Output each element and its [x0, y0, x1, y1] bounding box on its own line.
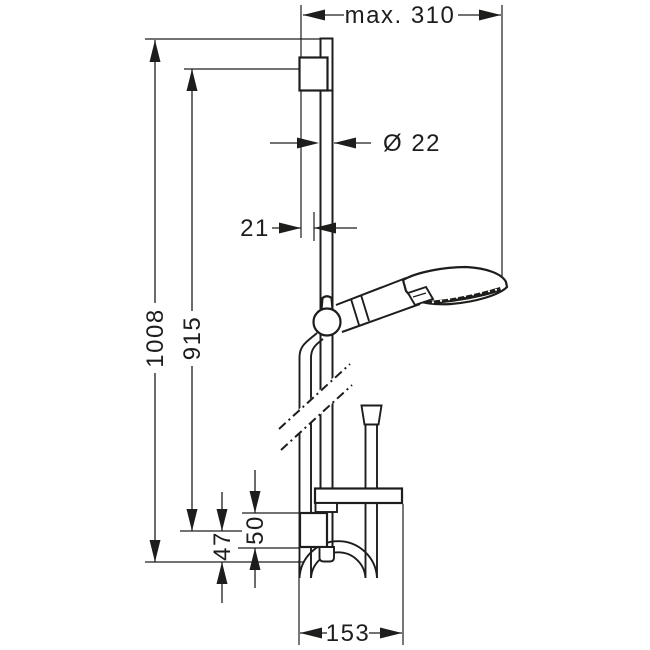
dimensions: max. 310 Ø 22 21 1008 — [142, 2, 501, 647]
dim-bracket-height: 50 — [242, 470, 269, 588]
dim-bar-length-label: 915 — [179, 316, 206, 361]
dim-bracket-height-label: 50 — [242, 515, 269, 545]
dim-overall-height-label: 1008 — [142, 308, 169, 367]
wall-bracket-top — [298, 56, 334, 92]
dim-bar-length: 915 — [179, 69, 206, 531]
dim-base-depth-label: 153 — [326, 620, 371, 647]
shower-rail — [319, 37, 334, 548]
dim-rail-diameter-label: Ø 22 — [383, 130, 441, 157]
dim-wall-distance: 21 — [240, 215, 357, 242]
hose-fitting — [360, 404, 383, 426]
shelf-bar — [313, 487, 404, 513]
dim-rail-diameter: Ø 22 — [270, 130, 441, 157]
hand-shower-pivot — [406, 285, 435, 307]
dim-lower-overhang-label: 47 — [209, 531, 236, 561]
dim-overall-height: 1008 — [142, 40, 169, 562]
wall-bracket-bottom — [298, 511, 329, 549]
slider-clamp-pin — [320, 295, 334, 311]
extension-lines — [145, 5, 503, 645]
hand-shower — [335, 265, 509, 333]
rail-break-marks — [278, 363, 353, 451]
slider-knob — [312, 295, 342, 337]
dim-wall-distance-label: 21 — [240, 215, 270, 242]
dim-max-width-label: max. 310 — [345, 2, 456, 29]
spray-nozzles — [431, 288, 498, 304]
dim-lower-overhang: 47 — [209, 492, 236, 603]
spray-face — [426, 287, 501, 304]
dim-base-depth: 153 — [300, 620, 402, 647]
dim-max-width: max. 310 — [303, 2, 501, 29]
shower-hose — [298, 332, 378, 579]
rail-foot — [318, 546, 335, 563]
